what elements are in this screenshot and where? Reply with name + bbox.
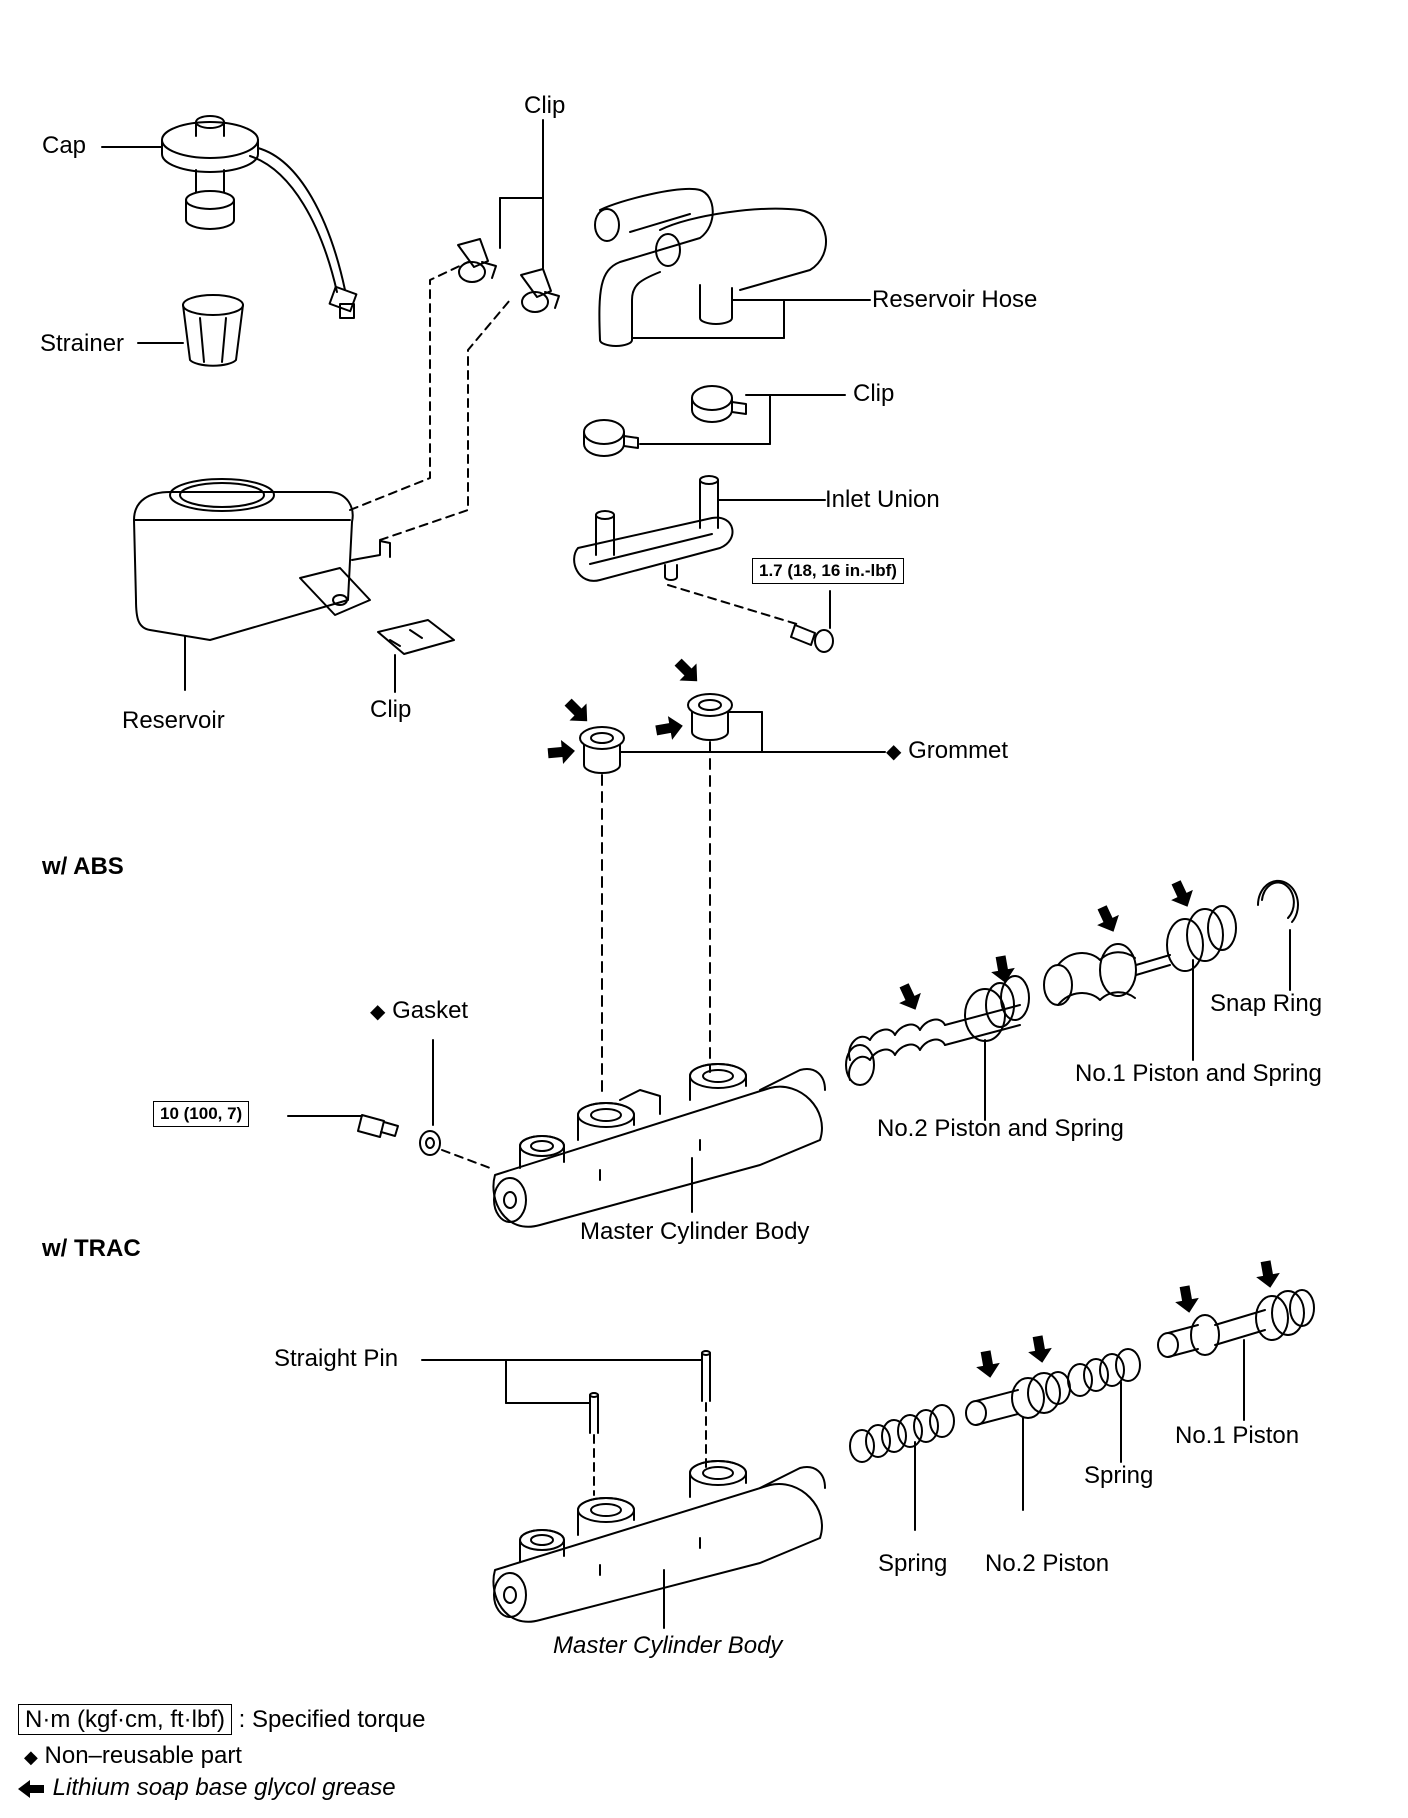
- torque-gasket-bolt: 10 (100, 7): [153, 1101, 250, 1127]
- master-cylinder-abs-part: [492, 1063, 826, 1228]
- label-spring-left: Spring: [878, 1550, 948, 1577]
- spring-right-part: [1067, 1348, 1141, 1397]
- reservoir-part: [133, 478, 391, 641]
- legend-torque-text: : Specified torque: [238, 1706, 426, 1733]
- nonreusable-mark: ◆: [886, 741, 902, 763]
- label-grommet: ◆ Grommet: [886, 737, 1008, 766]
- label-inlet-union: Inlet Union: [825, 486, 940, 513]
- clip-top-leaders: [499, 119, 544, 269]
- grease-arrows: [547, 658, 1280, 1378]
- inlet-union-part: [573, 475, 734, 582]
- straight-pin-dashes: [593, 1402, 707, 1496]
- legend-grease-text: Lithium soap base glycol grease: [52, 1774, 396, 1801]
- label-no1-piston-spring: No.1 Piston and Spring: [1075, 1060, 1322, 1087]
- spring-left-part: [849, 1404, 955, 1463]
- label-no1-piston: No.1 Piston: [1175, 1422, 1300, 1449]
- inlet-union-bolt-dash: [667, 584, 801, 626]
- label-strainer: Strainer: [40, 330, 125, 357]
- label-clip-top: Clip: [524, 92, 566, 119]
- arrow-icon: [18, 1779, 44, 1798]
- label-grommet-text: Grommet: [908, 737, 1009, 764]
- straight-pin-parts: [589, 1350, 711, 1434]
- label-no2-piston: No.2 Piston: [985, 1550, 1110, 1577]
- label-no2-piston-spring: No.2 Piston and Spring: [877, 1115, 1124, 1142]
- gasket-part: [419, 1130, 441, 1156]
- strainer-part: [182, 294, 244, 367]
- section-trac: w/ TRAC: [42, 1235, 141, 1262]
- legend-torque-box: N·m (kgf·cm, ft·lbf): [18, 1704, 232, 1735]
- label-spring-right: Spring: [1084, 1462, 1154, 1489]
- torque-inlet-union-bolt: 1.7 (18, 16 in.-lbf): [752, 558, 904, 584]
- section-abs: w/ ABS: [42, 853, 124, 880]
- snap-ring-part: [1256, 879, 1299, 923]
- label-reservoir: Reservoir: [122, 707, 225, 734]
- gasket-dash: [441, 1149, 491, 1169]
- legend-nonreusable-text: Non–reusable part: [44, 1742, 242, 1769]
- nonreusable-mark: ◆: [370, 1001, 386, 1023]
- no2-piston-part: [965, 1371, 1071, 1426]
- label-cap: Cap: [42, 132, 87, 159]
- nonreusable-mark: ◆: [24, 1747, 38, 1767]
- grommet-leaders: [619, 711, 886, 753]
- clip-right-leaders: [639, 394, 846, 445]
- no1-piston-part: [1157, 1289, 1315, 1358]
- clip-reservoir-part: [377, 619, 455, 655]
- grommet-dashes: [601, 741, 711, 1096]
- label-gasket: ◆ Gasket: [370, 997, 468, 1026]
- straight-pin-leaders: [421, 1359, 703, 1404]
- clip-right-parts: [583, 385, 747, 457]
- label-straight-pin: Straight Pin: [274, 1345, 399, 1372]
- cap-part: [161, 115, 358, 319]
- label-clip-right: Clip: [853, 380, 895, 407]
- reservoir-hose-part: [594, 188, 827, 347]
- clip-top-parts: [457, 238, 560, 313]
- legend-grease: Lithium soap base glycol grease: [16, 1774, 396, 1802]
- label-master-body-abs: Master Cylinder Body: [580, 1218, 810, 1245]
- no2-piston-spring-part: [845, 975, 1030, 1086]
- label-snap-ring: Snap Ring: [1210, 990, 1323, 1017]
- gasket-bolt: [357, 1114, 399, 1138]
- inlet-union-bolt: [790, 624, 834, 653]
- label-clip-reservoir: Clip: [370, 696, 412, 723]
- label-gasket-text: Gasket: [392, 997, 469, 1024]
- grommet-parts: [579, 693, 733, 774]
- legend-torque: N·m (kgf·cm, ft·lbf) : Specified torque: [18, 1704, 426, 1735]
- label-master-body-trac: Master Cylinder Body: [553, 1632, 783, 1659]
- reservoir-dashes: [349, 261, 511, 541]
- label-reservoir-hose: Reservoir Hose: [872, 286, 1038, 313]
- no1-piston-spring-part: [1043, 905, 1237, 1006]
- legend-nonreusable: ◆ Non–reusable part: [24, 1742, 242, 1771]
- master-cylinder-trac-part: [492, 1460, 826, 1623]
- reservoir-hose-leaders: [631, 299, 871, 339]
